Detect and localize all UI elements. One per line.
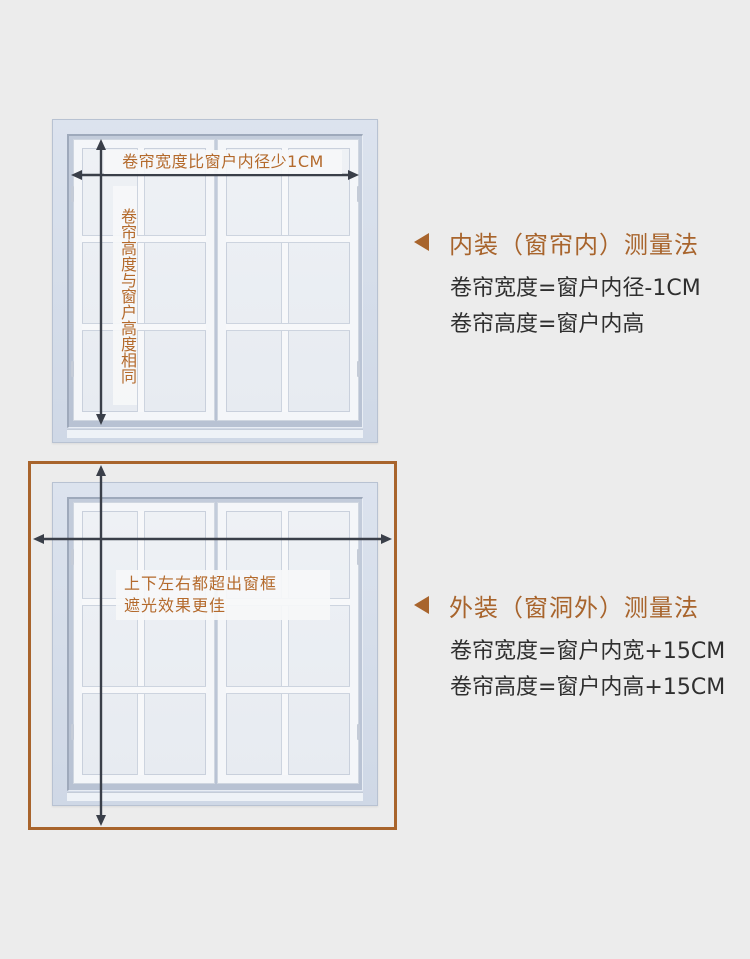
window-sill (67, 429, 363, 438)
window-frame (67, 134, 363, 428)
hinge-icon (71, 549, 74, 565)
window-frame (67, 497, 363, 791)
outer-mount-title: 外装（窗洞外）测量法 (449, 593, 699, 622)
inner-mount-method: 内装（窗帘内）测量法 卷帘宽度=窗户内径-1CM 卷帘高度=窗户内高 (414, 226, 701, 343)
outer-mount-width-rule: 卷帘宽度=窗户内宽+15CM (450, 639, 726, 664)
outer-mount-height-rule: 卷帘高度=窗户内高+15CM (450, 675, 726, 700)
hinge-icon (71, 724, 74, 740)
window-sill (67, 792, 363, 801)
hinge-icon (71, 186, 74, 202)
window-mullion (281, 511, 289, 775)
window-mullion (82, 235, 206, 243)
outer-mount-label-line2: 遮光效果更佳 (124, 596, 227, 615)
outer-mount-window (52, 482, 378, 806)
hinge-icon (357, 361, 360, 377)
outer-mount-highlight-frame (28, 461, 397, 830)
inner-height-label: 卷帘高度与窗户高度相同 (113, 186, 137, 405)
left-triangle-icon (414, 233, 429, 251)
window-mullion (226, 235, 350, 243)
outer-mount-heading: 外装（窗洞外）测量法 (414, 589, 725, 622)
inner-mount-title: 内装（窗帘内）测量法 (449, 230, 699, 259)
hinge-icon (357, 724, 360, 740)
window-sash-right (217, 502, 359, 784)
hinge-icon (357, 186, 360, 202)
window-mullion (82, 323, 206, 331)
window-sash-left (73, 139, 215, 421)
left-triangle-icon (414, 596, 429, 614)
window-mullion (226, 686, 350, 694)
inner-width-label: 卷帘宽度比窗户内径少1CM (104, 150, 342, 174)
window-mullion (137, 148, 145, 412)
inner-mount-heading: 内装（窗帘内）测量法 (414, 226, 701, 259)
hinge-icon (357, 549, 360, 565)
inner-mount-height-rule: 卷帘高度=窗户内高 (450, 312, 645, 337)
window-sash-left (73, 502, 215, 784)
window-mullion (137, 511, 145, 775)
inner-mount-width-rule: 卷帘宽度=窗户内径-1CM (450, 276, 701, 301)
outer-mount-label-line1: 上下左右都超出窗框 (124, 574, 278, 593)
window-sash-right (217, 139, 359, 421)
outer-mount-method: 外装（窗洞外）测量法 卷帘宽度=窗户内宽+15CM 卷帘高度=窗户内高+15CM (414, 589, 725, 706)
outer-mount-label: 上下左右都超出窗框 遮光效果更佳 (116, 570, 330, 620)
window-mullion (226, 323, 350, 331)
hinge-icon (71, 361, 74, 377)
window-mullion (82, 686, 206, 694)
window-mullion (281, 148, 289, 412)
